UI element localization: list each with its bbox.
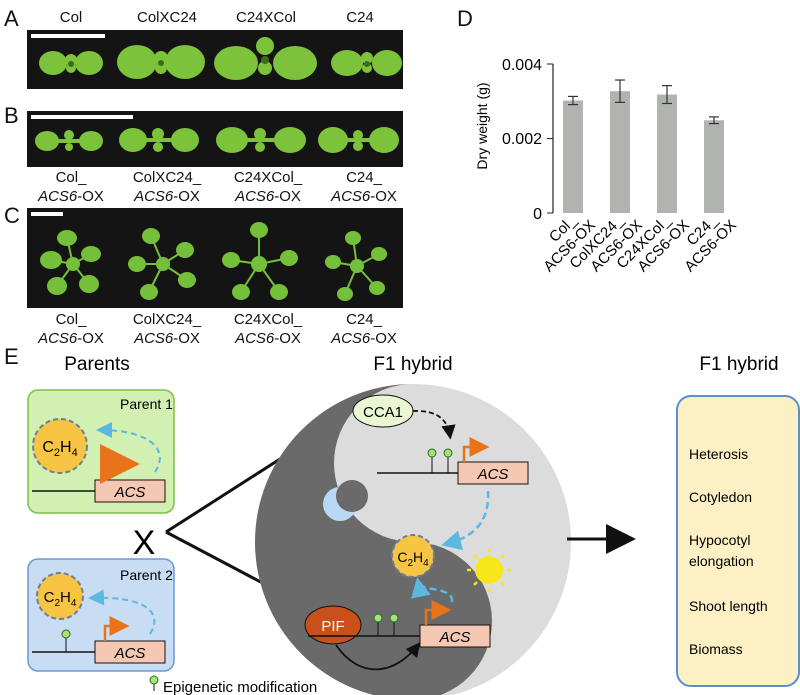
bar — [657, 94, 677, 213]
dry-weight-chart: Dry weight (g) 0 0.002 0.004 Col_ACS6-OX… — [474, 57, 740, 275]
panel-letter-a: A — [4, 6, 19, 31]
row-a-seedling-photo — [27, 30, 403, 89]
row-a-label-c24xcol: C24XCol — [235, 9, 297, 26]
row-c-rosette-photo — [27, 208, 403, 308]
panel-letter-d: D — [457, 6, 473, 31]
trait-elongation: elongation — [689, 553, 754, 569]
row-b-label-c24xcol: C24XCol_ACS6-OX — [233, 169, 303, 205]
row-b-seedling-photo — [27, 111, 403, 167]
error-bar — [568, 95, 578, 106]
c2h4-text: C2H4 — [44, 589, 77, 609]
row-b-label-colxc24: ColXC24_ACS6-OX — [132, 169, 202, 205]
c2h4-circle — [391, 534, 435, 578]
row-b-seedlings — [35, 127, 399, 153]
acs-text: ACS — [439, 629, 471, 646]
y-tick-label: 0.002 — [502, 131, 542, 148]
row-c-rosettes — [40, 222, 387, 301]
legend-epigenetic: Epigenetic modification — [163, 679, 317, 695]
trait-shoot-length: Shoot length — [689, 598, 768, 614]
trait-cotyledon: Cotyledon — [689, 489, 752, 505]
panel-letter-c: C — [4, 203, 20, 228]
acs-text: ACS — [477, 466, 509, 483]
parent1-label: Parent 1 — [120, 396, 173, 412]
row-a-seedlings — [39, 37, 402, 80]
bar — [704, 120, 724, 213]
pif-text: PIF — [321, 618, 344, 635]
y-axis-label: Dry weight (g) — [474, 82, 490, 169]
acs-gene-box — [419, 624, 491, 648]
f1-hybrid-title: F1 hybrid — [373, 354, 452, 375]
pif-protein — [304, 605, 362, 645]
bar — [563, 100, 583, 213]
acs-gene-box — [94, 640, 166, 664]
acs-text: ACS — [114, 484, 146, 501]
bar — [610, 91, 630, 213]
c2h4-circle — [36, 572, 84, 620]
error-bar — [709, 116, 719, 125]
cross-symbol: X — [133, 524, 156, 562]
scale-bar — [31, 34, 105, 38]
row-c-label-c24xcol: C24XCol_ACS6-OX — [233, 311, 303, 347]
row-a-label-col: Col — [59, 9, 83, 26]
error-bar — [662, 85, 672, 105]
y-tick-label: 0.004 — [502, 57, 542, 74]
row-a-label-c24: C24 — [346, 9, 374, 26]
error-bar — [615, 79, 625, 103]
cca1-text: CCA1 — [363, 404, 403, 421]
row-c-label-colxc24: ColXC24_ACS6-OX — [132, 311, 202, 347]
scale-bar — [31, 115, 133, 119]
c2h4-circle — [32, 418, 88, 474]
parent2-label: Parent 2 — [120, 567, 173, 583]
scale-bar — [31, 212, 63, 216]
c2h4-text: C2H4 — [42, 439, 77, 459]
row-b-label-col: Col_ACS6-OX — [38, 169, 104, 205]
right-f1-title: F1 hybrid — [699, 354, 778, 375]
sun-icon — [467, 548, 511, 592]
x-tick-labels: Col_ACS6-OXColXC24_ACS6-OXC24XCol_ACS6-O… — [540, 211, 740, 275]
panel-letter-b: B — [4, 103, 19, 128]
trait-hypocotyl: Hypocotyl — [689, 532, 750, 548]
c2h4-text: C2H4 — [397, 549, 429, 569]
trait-heterosis: Heterosis — [689, 446, 748, 462]
acs-gene-box — [457, 461, 529, 485]
y-tick-label: 0 — [533, 206, 542, 223]
row-c-label-c24: C24_ACS6-OX — [331, 311, 397, 347]
bars — [563, 79, 724, 213]
row-a-label-colxc24: ColXC24 — [136, 9, 198, 26]
row-b-label-c24: C24_ACS6-OX — [331, 169, 397, 205]
parents-title: Parents — [64, 354, 129, 375]
panel-letter-e: E — [4, 344, 19, 369]
traits-box — [676, 395, 800, 687]
row-c-label-col: Col_ACS6-OX — [38, 311, 104, 347]
epigenetic-model-diagram: Parents Parent 1 C2H4 ACS X Parent 2 C2H… — [27, 354, 800, 695]
acs-text: ACS — [114, 645, 146, 662]
trait-biomass: Biomass — [689, 641, 743, 657]
